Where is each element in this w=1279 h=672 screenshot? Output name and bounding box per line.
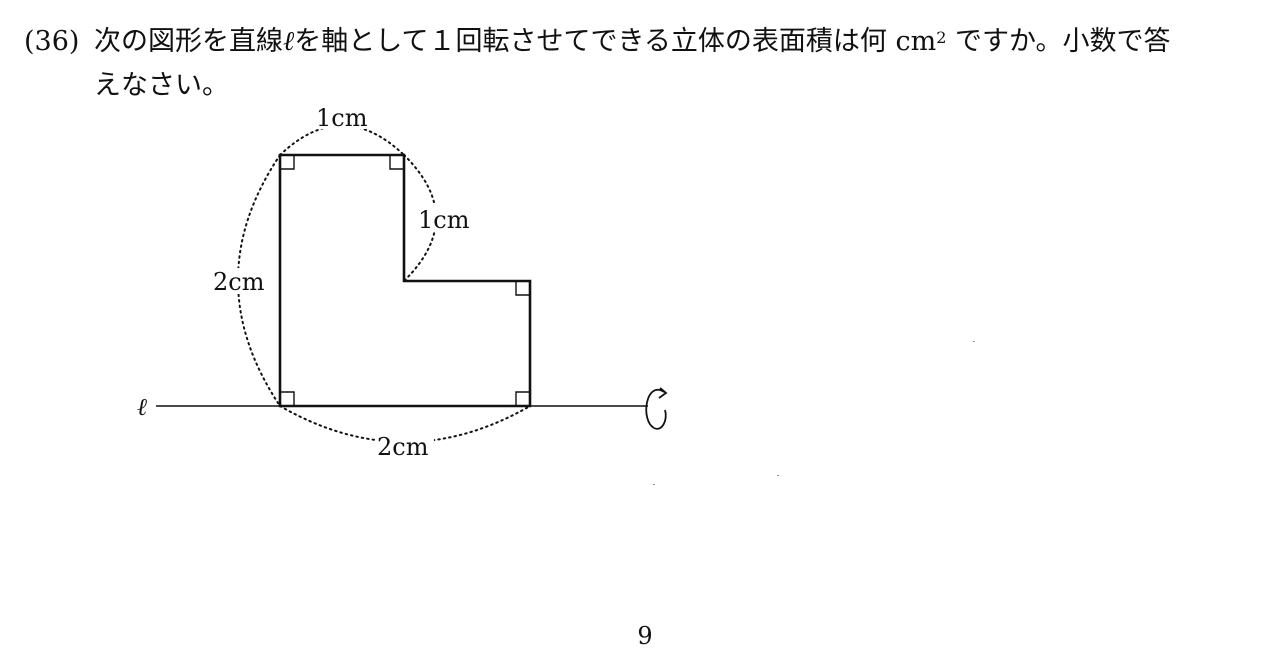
- right-angle-mark-top-left: [280, 155, 295, 170]
- right-angle-mark-bottom-right: [515, 391, 530, 406]
- problem-text-part-2: を軸として１回転させてできる立体の表面積は何: [294, 26, 887, 57]
- unit-exponent: 2: [936, 28, 947, 47]
- scan-speck: [653, 484, 655, 485]
- step-height-label: 1cm: [418, 206, 470, 234]
- problem-text-line-2: えなさい。: [94, 70, 229, 101]
- unit-text: cm: [895, 26, 937, 57]
- problem-line-1: (36) 次の図形を直線ℓを軸として１回転させてできる立体の表面積は何 cm2 で…: [24, 20, 1264, 64]
- page-number: 9: [637, 622, 653, 650]
- problem-number: (36): [24, 26, 80, 57]
- left-height-label: 2cm: [213, 268, 265, 296]
- rotation-arrow-icon: [645, 387, 668, 430]
- axis-symbol: ℓ: [283, 26, 295, 57]
- right-angle-markers: [280, 155, 530, 406]
- right-angle-mark-bottom-left: [280, 391, 295, 406]
- top-width-label: 1cm: [316, 104, 368, 132]
- right-angle-mark-step: [515, 281, 530, 296]
- problem-statement: (36) 次の図形を直線ℓを軸として１回転させてできる立体の表面積は何 cm2 で…: [24, 20, 1264, 108]
- scan-speck: [777, 475, 779, 476]
- axis-label: ℓ: [137, 393, 147, 421]
- problem-line-2: えなさい。: [24, 64, 1264, 108]
- top-width-arc: [279, 124, 405, 156]
- right-angle-mark-top-right: [389, 155, 404, 170]
- dimension-arcs: [237, 124, 531, 443]
- scan-speck: [973, 341, 975, 342]
- problem-text-part-3: ですか。小数で答: [955, 26, 1171, 57]
- bottom-width-label: 2cm: [377, 433, 429, 461]
- problem-text-part-1: 次の図形を直線: [94, 26, 283, 57]
